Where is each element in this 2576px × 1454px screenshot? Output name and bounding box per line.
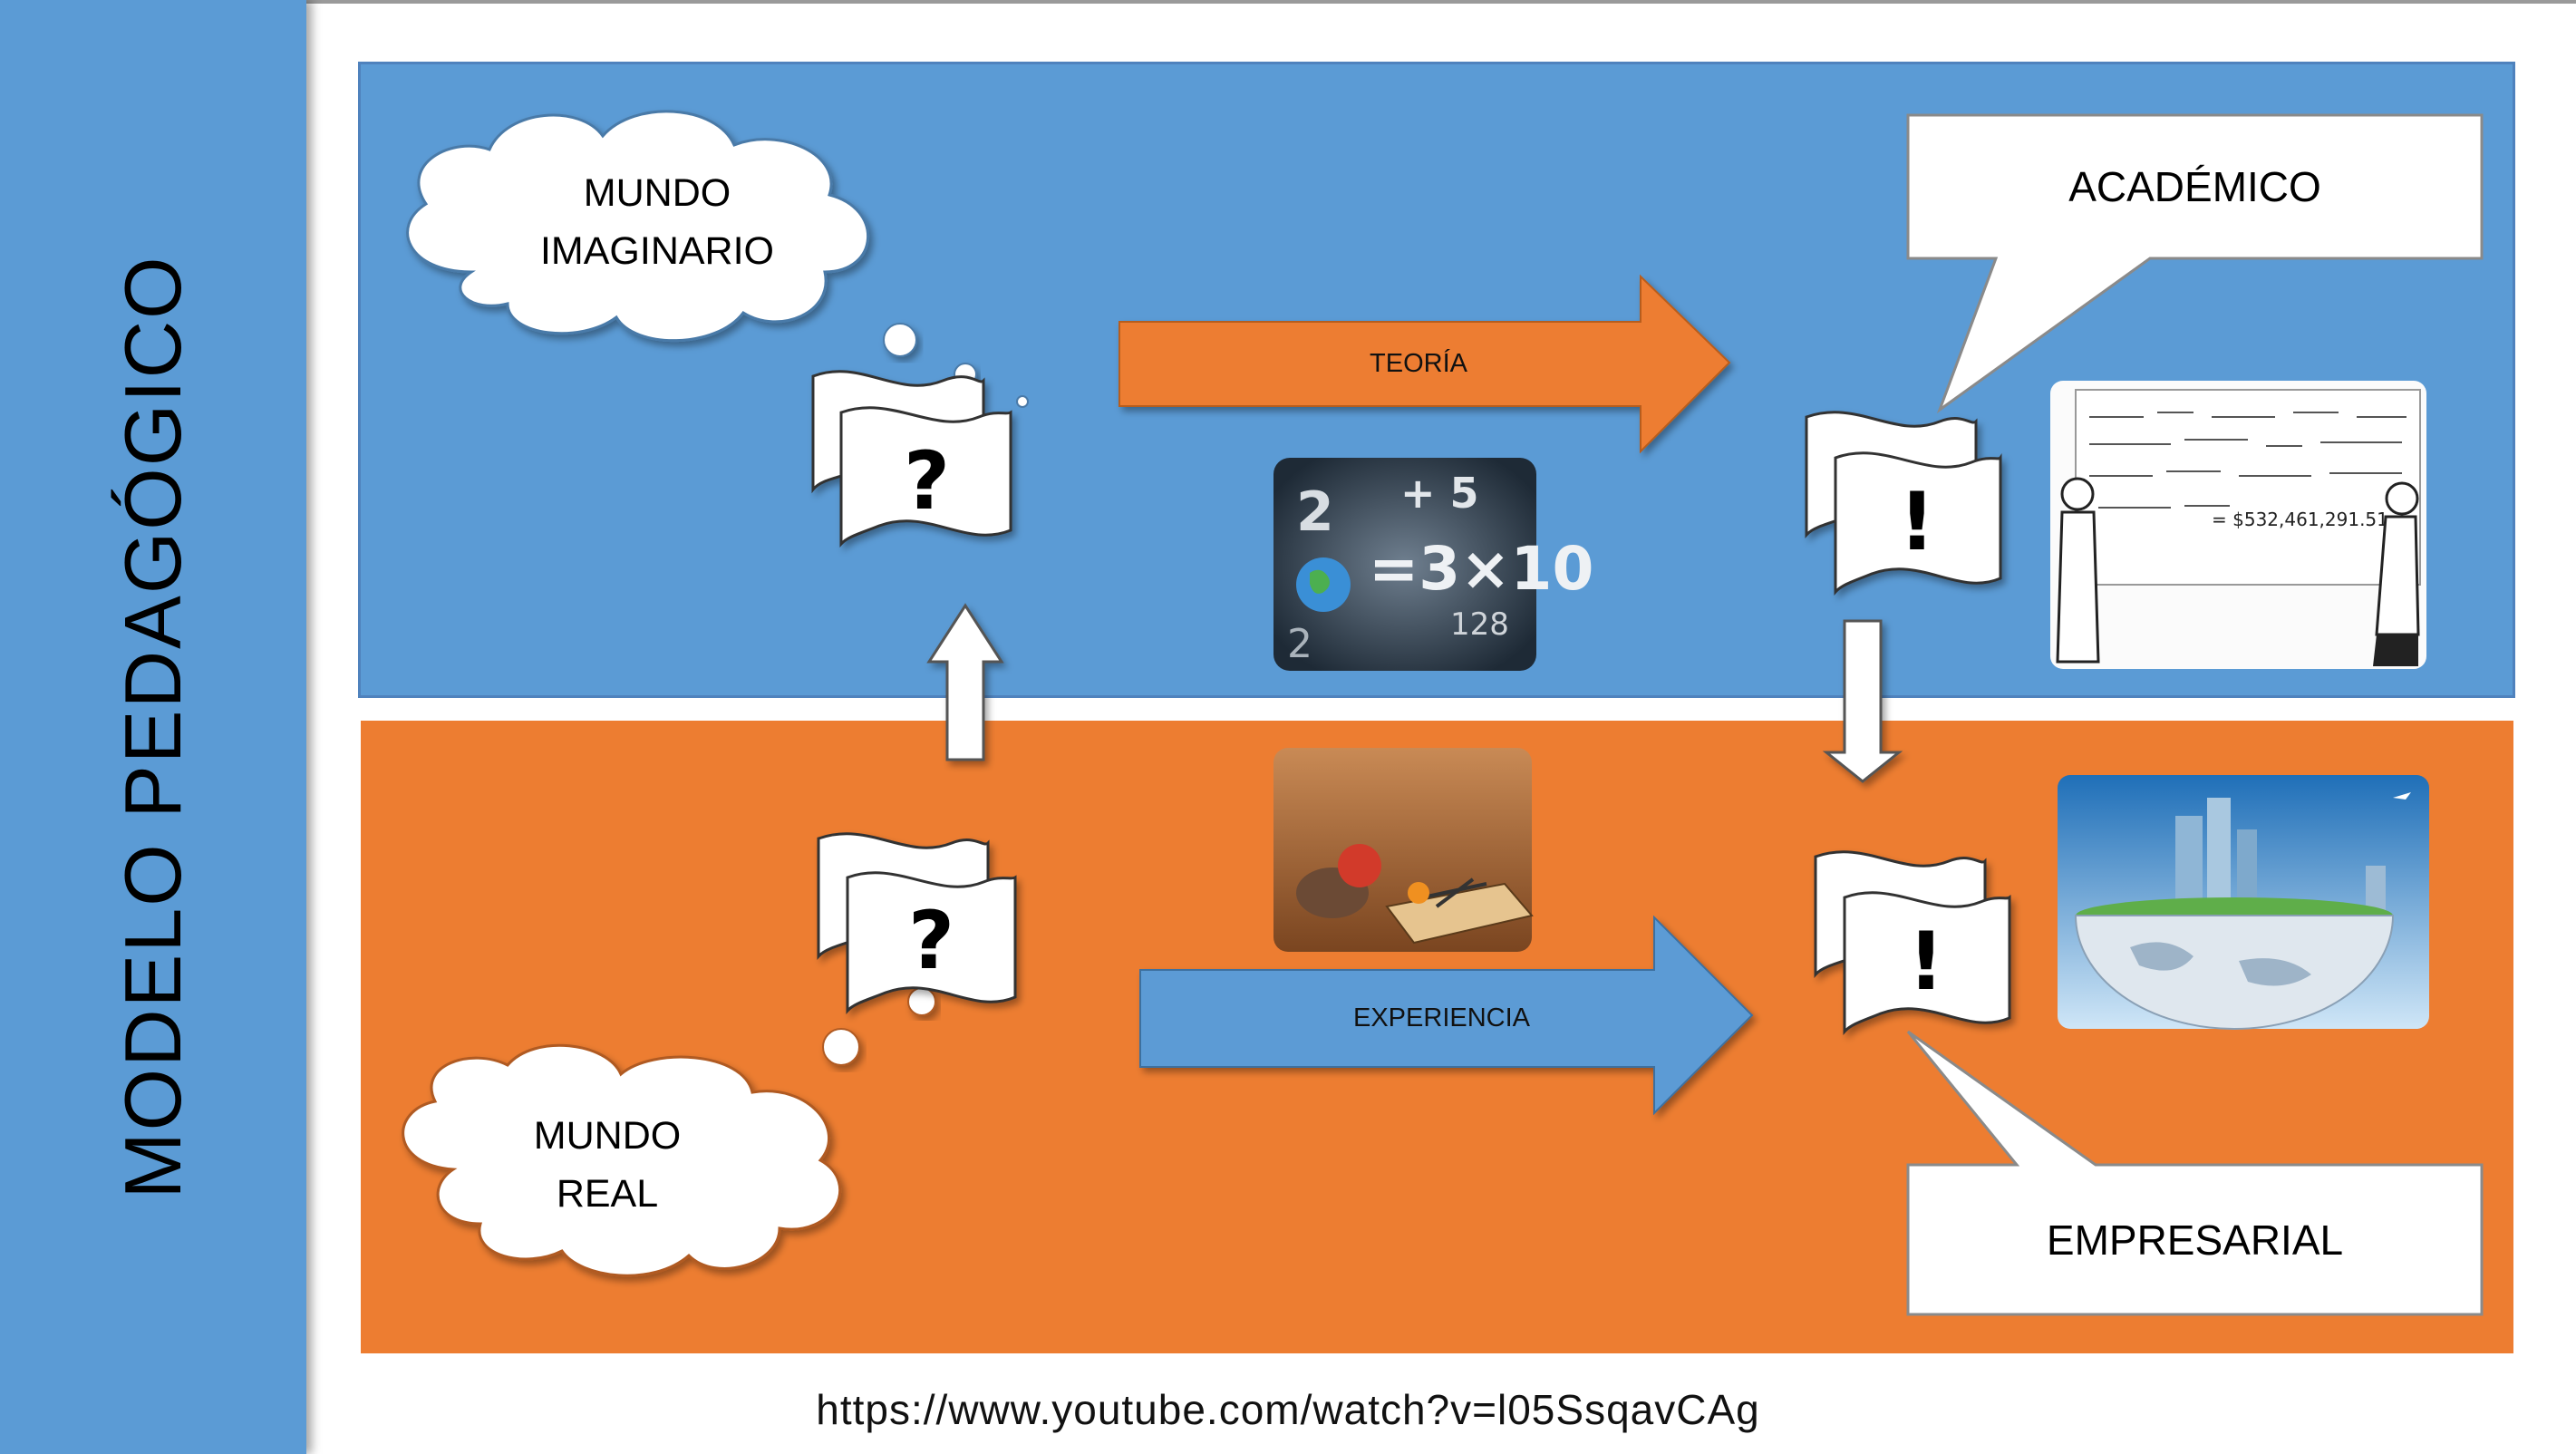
banner-question-bottom: [817, 832, 1017, 1014]
exclamation-mark-top: !: [1898, 474, 1936, 568]
svg-text:2: 2: [1296, 480, 1334, 544]
svg-text:2: 2: [1287, 621, 1312, 667]
arrow-up: [926, 603, 1004, 761]
thought-bubble: [1016, 395, 1029, 408]
question-mark-top: ?: [903, 433, 951, 528]
svg-text:= $532,461,291.51: = $532,461,291.51: [2212, 509, 2388, 530]
experience-arrow: [1139, 915, 1754, 1116]
theory-arrow: [1119, 274, 1731, 454]
thought-bubble: [883, 323, 917, 357]
cloud-real-label: MUNDO REAL: [533, 1114, 682, 1216]
svg-text:128: 128: [1450, 606, 1509, 643]
question-mark-bottom: ?: [907, 894, 955, 987]
mouse-trap-photo: [1273, 748, 1534, 952]
professors-cartoon: = $532,461,291.51: [2050, 381, 2426, 669]
top-border: [306, 0, 2576, 4]
thought-bubble: [822, 1028, 860, 1066]
sidebar: [0, 0, 306, 1454]
banner-question-top: [811, 370, 1012, 548]
video-link[interactable]: https://www.youtube.com/watch?v=l05Ssqav…: [816, 1386, 1760, 1433]
numbers-photo: 2 + 5 =3×10 128 2: [1273, 458, 1593, 671]
thought-cloud-real: [402, 1043, 842, 1277]
banner-exclaim-top: [1805, 411, 2002, 596]
callout-academic: [1906, 113, 2484, 414]
callout-academic-label: ACADÉMICO: [2068, 163, 2321, 210]
arrow-down: [1822, 619, 1903, 783]
cloud-imaginary-label: MUNDO IMAGINARIO: [539, 171, 775, 273]
svg-text:+ 5: + 5: [1400, 469, 1479, 518]
callout-business: [1906, 1030, 2484, 1316]
callout-business-label: EMPRESARIAL: [2046, 1216, 2344, 1264]
svg-text:=3×10: =3×10: [1369, 534, 1593, 604]
exclamation-mark-bottom: !: [1907, 914, 1945, 1008]
experience-arrow-label: EXPERIENCIA: [1353, 1003, 1530, 1032]
banner-exclaim-bottom: [1814, 850, 2011, 1035]
theory-arrow-label: TEORÍA: [1370, 349, 1467, 378]
thought-cloud-imaginary: [406, 110, 869, 343]
city-globe-photo: [2058, 775, 2429, 1030]
